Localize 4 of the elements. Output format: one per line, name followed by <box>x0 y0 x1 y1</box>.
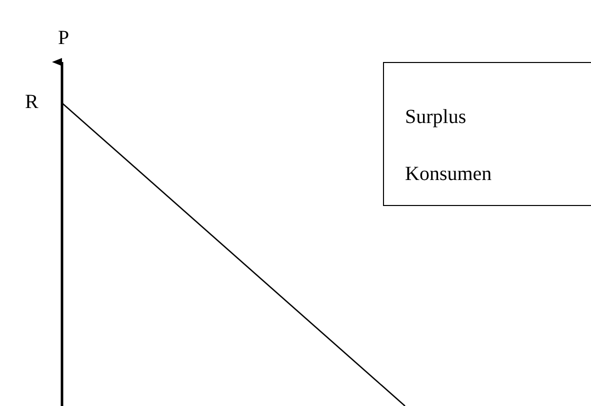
axis-label: P <box>58 28 70 48</box>
box-text: Surplus Konsumen <box>405 105 493 187</box>
text-box <box>383 62 591 206</box>
axis-label: R <box>25 92 38 112</box>
